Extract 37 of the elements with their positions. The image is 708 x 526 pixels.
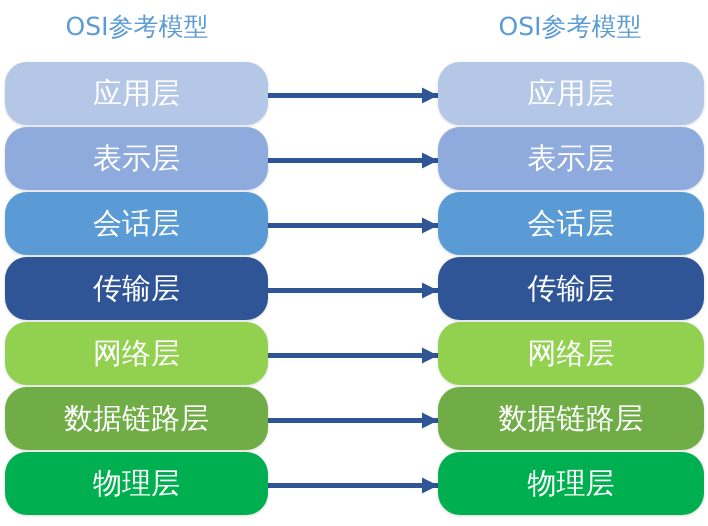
layer-box: [5, 192, 268, 255]
layer-box: [438, 257, 704, 320]
layer-box: [438, 127, 704, 190]
layer-name: 网络层: [93, 336, 180, 371]
layer-box: [5, 322, 268, 385]
layer-name: 会话层: [93, 206, 180, 241]
layer-box: [5, 62, 268, 125]
column-title: OSI参考模型: [66, 12, 208, 42]
layer-box: [5, 127, 268, 190]
layer-name: 数据链路层: [498, 401, 644, 436]
layer-name: 传输层: [528, 271, 614, 306]
layer-name: 传输层: [93, 271, 180, 306]
column-title: OSI参考模型: [498, 12, 642, 42]
layer-box: [438, 322, 704, 385]
layer-name: 会话层: [528, 206, 614, 241]
arrow: [268, 282, 438, 298]
layer-box: [438, 387, 704, 450]
arrow: [268, 152, 438, 168]
layer-box: [5, 257, 268, 320]
layer-box: [438, 452, 704, 515]
layer-name: 应用层: [528, 76, 614, 111]
layer-name: 表示层: [528, 141, 614, 176]
arrow: [268, 412, 438, 428]
layer-box: [5, 387, 268, 450]
arrow: [268, 348, 438, 364]
layer-name: 数据链路层: [64, 401, 209, 436]
layer-name: 应用层: [93, 76, 180, 111]
layer-name: 物理层: [528, 466, 614, 501]
layer-box: [438, 192, 704, 255]
layer-box: [5, 452, 268, 515]
layer-box: [438, 62, 704, 125]
layer-name: 网络层: [528, 336, 614, 371]
arrow: [268, 218, 438, 234]
layer-name: 物理层: [93, 466, 180, 501]
arrow: [268, 478, 438, 494]
layer-name: 表示层: [93, 141, 180, 176]
arrow: [268, 88, 438, 104]
